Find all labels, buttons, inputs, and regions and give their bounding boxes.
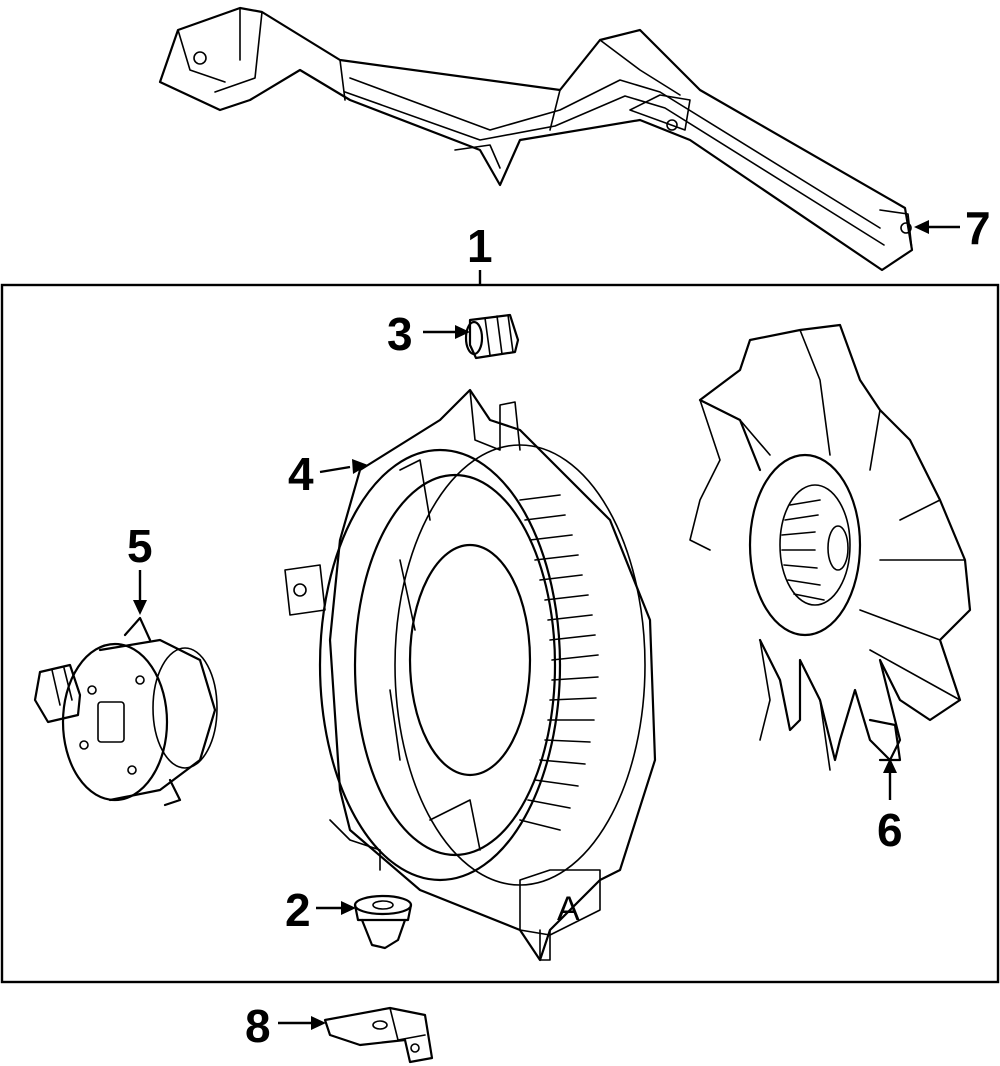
part-7-support-bracket [158,6,914,272]
callout-3: 3 [387,308,413,360]
leader-lines [133,220,960,1030]
shroud-marking: A [557,890,580,928]
callout-8: 8 [245,1000,271,1052]
part-6-fan-blade [689,323,972,771]
callout-7: 7 [965,202,991,254]
part-2-push-clip [353,894,413,950]
callout-2: 2 [285,884,311,936]
callout-5: 5 [127,520,153,572]
callout-1: 1 [467,220,493,272]
part-5-fan-motor [33,616,218,807]
callout-4: 4 [288,448,314,500]
part-3-grommet [464,313,520,360]
callout-6: 6 [877,804,903,856]
assembly-box [0,283,1000,984]
part-4-fan-shroud: A [284,388,657,962]
part-8-small-bracket [323,1006,434,1064]
